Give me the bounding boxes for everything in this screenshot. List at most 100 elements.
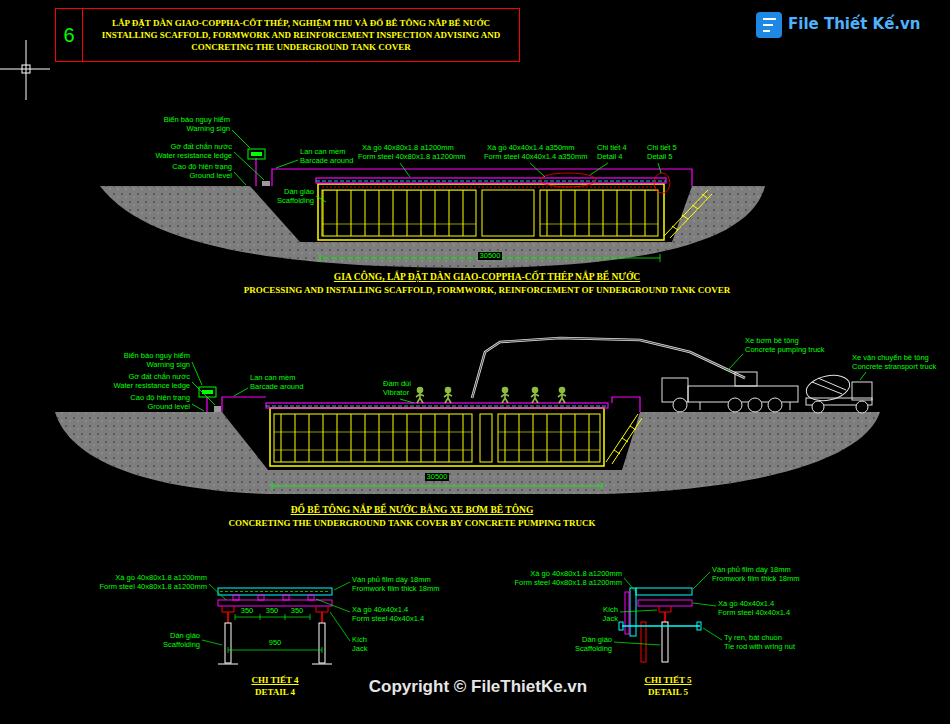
mixer-truck bbox=[856, 401, 868, 413]
detail-4 bbox=[235, 617, 310, 618]
workers bbox=[558, 388, 566, 404]
detail-4 bbox=[228, 647, 229, 653]
detail-5 bbox=[659, 606, 671, 612]
callout-label: Xe vận chuyển bê tông bbox=[852, 354, 929, 362]
callout-label: Đầm dùi bbox=[383, 380, 411, 388]
dimension-label: 30500 bbox=[478, 252, 503, 260]
mixer-truck bbox=[804, 372, 852, 405]
dimension-label: 30500 bbox=[425, 473, 450, 481]
callout-label: Xe bơm bê tông bbox=[745, 337, 799, 345]
callout-label: Water resistance ledge bbox=[156, 152, 232, 160]
detail-5 bbox=[620, 610, 657, 612]
pump-truck bbox=[673, 398, 687, 412]
workers bbox=[416, 392, 424, 403]
detail-5 bbox=[638, 600, 692, 606]
tank-section bbox=[322, 190, 476, 236]
leader-lines bbox=[316, 196, 326, 202]
callout-label: Gờ đất chắn nước bbox=[170, 143, 232, 151]
detail-5 bbox=[641, 622, 646, 662]
detail-5 bbox=[622, 625, 700, 626]
callout-label: Dàn giáo bbox=[170, 632, 200, 640]
workers bbox=[558, 392, 566, 403]
dimension-line bbox=[320, 254, 321, 262]
detail-5 bbox=[662, 622, 668, 662]
tank-section bbox=[540, 190, 658, 236]
detail-4 bbox=[209, 584, 226, 600]
detail-4 bbox=[330, 612, 350, 641]
ground bbox=[262, 181, 270, 186]
detail-4 bbox=[285, 614, 286, 620]
leader-lines bbox=[234, 152, 264, 180]
callout-label: Lan can mềm bbox=[300, 148, 345, 156]
detail-5 bbox=[614, 572, 722, 645]
callout-label: Barcade around bbox=[250, 383, 303, 391]
pump-truck bbox=[472, 338, 745, 398]
callout-label: Biển báo nguy hiểm bbox=[164, 116, 230, 124]
tank-section bbox=[266, 403, 608, 408]
title-cell: LẮP ĐẶT DÀN GIAO-COPPHA-CỐT THÉP, NGHIỆM… bbox=[83, 9, 519, 61]
mixer-truck bbox=[812, 401, 824, 413]
callout-label: Cao độ hiện trạng bbox=[172, 163, 232, 171]
dimension-line bbox=[272, 486, 602, 487]
barricade bbox=[222, 397, 640, 412]
detail-5 bbox=[636, 588, 692, 595]
tank-section bbox=[266, 403, 608, 466]
detail-5 bbox=[693, 572, 710, 589]
detail-4 bbox=[321, 612, 323, 623]
workers bbox=[501, 392, 509, 403]
workers bbox=[531, 392, 539, 403]
callout-label: Xà gồ 40x80x1.8 a1200mm bbox=[115, 574, 207, 582]
callout-label: Scaffolding bbox=[163, 641, 200, 649]
callout-label: 950 bbox=[269, 639, 282, 647]
callout-label: 350 bbox=[266, 607, 279, 615]
detail-4 bbox=[225, 623, 231, 663]
callout-label: Biển báo nguy hiểm bbox=[124, 352, 190, 360]
detail-5 bbox=[614, 642, 660, 645]
callout-label: Warning sign bbox=[187, 125, 231, 133]
detail-4 bbox=[227, 612, 229, 623]
ladder bbox=[672, 194, 707, 230]
sheet-number: 6 bbox=[63, 24, 74, 47]
ground bbox=[100, 186, 765, 268]
workers bbox=[418, 388, 423, 393]
ladder bbox=[606, 414, 642, 464]
ladder bbox=[614, 426, 636, 454]
tank-section bbox=[654, 173, 670, 193]
detail-4 bbox=[202, 640, 222, 645]
warning-sign bbox=[251, 152, 262, 156]
section-subtitle: PROCESSING AND INSTALLING SCAFFOLD, FORM… bbox=[244, 286, 730, 295]
callout-label: Dàn giáo bbox=[284, 188, 314, 196]
sheet-title: INSTALLING SCAFFOLD, FORMWORK AND REINFO… bbox=[89, 29, 513, 53]
section-title: ĐỔ BÊ TÔNG NẮP BỂ NƯỚC BẰNG XE BƠM BÊ TÔ… bbox=[291, 506, 534, 516]
logo-icon bbox=[763, 19, 776, 31]
pump-truck bbox=[662, 378, 688, 402]
dimension-line bbox=[602, 482, 603, 490]
detail-4 bbox=[308, 595, 314, 600]
callout-label: Fromwork film thick 18mm bbox=[352, 585, 440, 593]
section-title: GIA CÔNG, LẮP ĐẶT DÀN GIAO-COPPHA-CỐT TH… bbox=[334, 273, 640, 283]
logo-icon bbox=[756, 12, 782, 38]
tank-section bbox=[318, 184, 664, 240]
warning-sign bbox=[199, 387, 216, 412]
callout-label: Form steel 40x80x1.8 a1200mm bbox=[358, 153, 466, 161]
detail-5 bbox=[624, 578, 636, 592]
tank-section bbox=[480, 414, 492, 462]
detail-5 bbox=[625, 592, 629, 634]
detail-4 bbox=[310, 614, 311, 620]
detail-5 bbox=[693, 603, 716, 606]
pump-truck bbox=[748, 398, 762, 412]
workers bbox=[531, 388, 539, 404]
detail-subtitle: DETAIL 5 bbox=[648, 688, 688, 697]
workers bbox=[501, 388, 509, 404]
detail-5 bbox=[614, 572, 722, 662]
callout-label: Form steel 40x80x1.8 a1200mm bbox=[99, 583, 207, 591]
callout-label: Scaffolding bbox=[575, 645, 612, 653]
callout-label: Detail 5 bbox=[647, 153, 672, 161]
leader-lines bbox=[234, 172, 246, 185]
crosshair bbox=[22, 65, 30, 73]
title-block: 6 LẮP ĐẶT DÀN GIAO-COPPHA-CỐT THÉP, NGHIỆ… bbox=[55, 8, 520, 62]
dimension-line bbox=[272, 482, 602, 490]
tank-section bbox=[316, 181, 666, 182]
detail-4 bbox=[220, 591, 330, 592]
detail-4 bbox=[283, 595, 289, 600]
